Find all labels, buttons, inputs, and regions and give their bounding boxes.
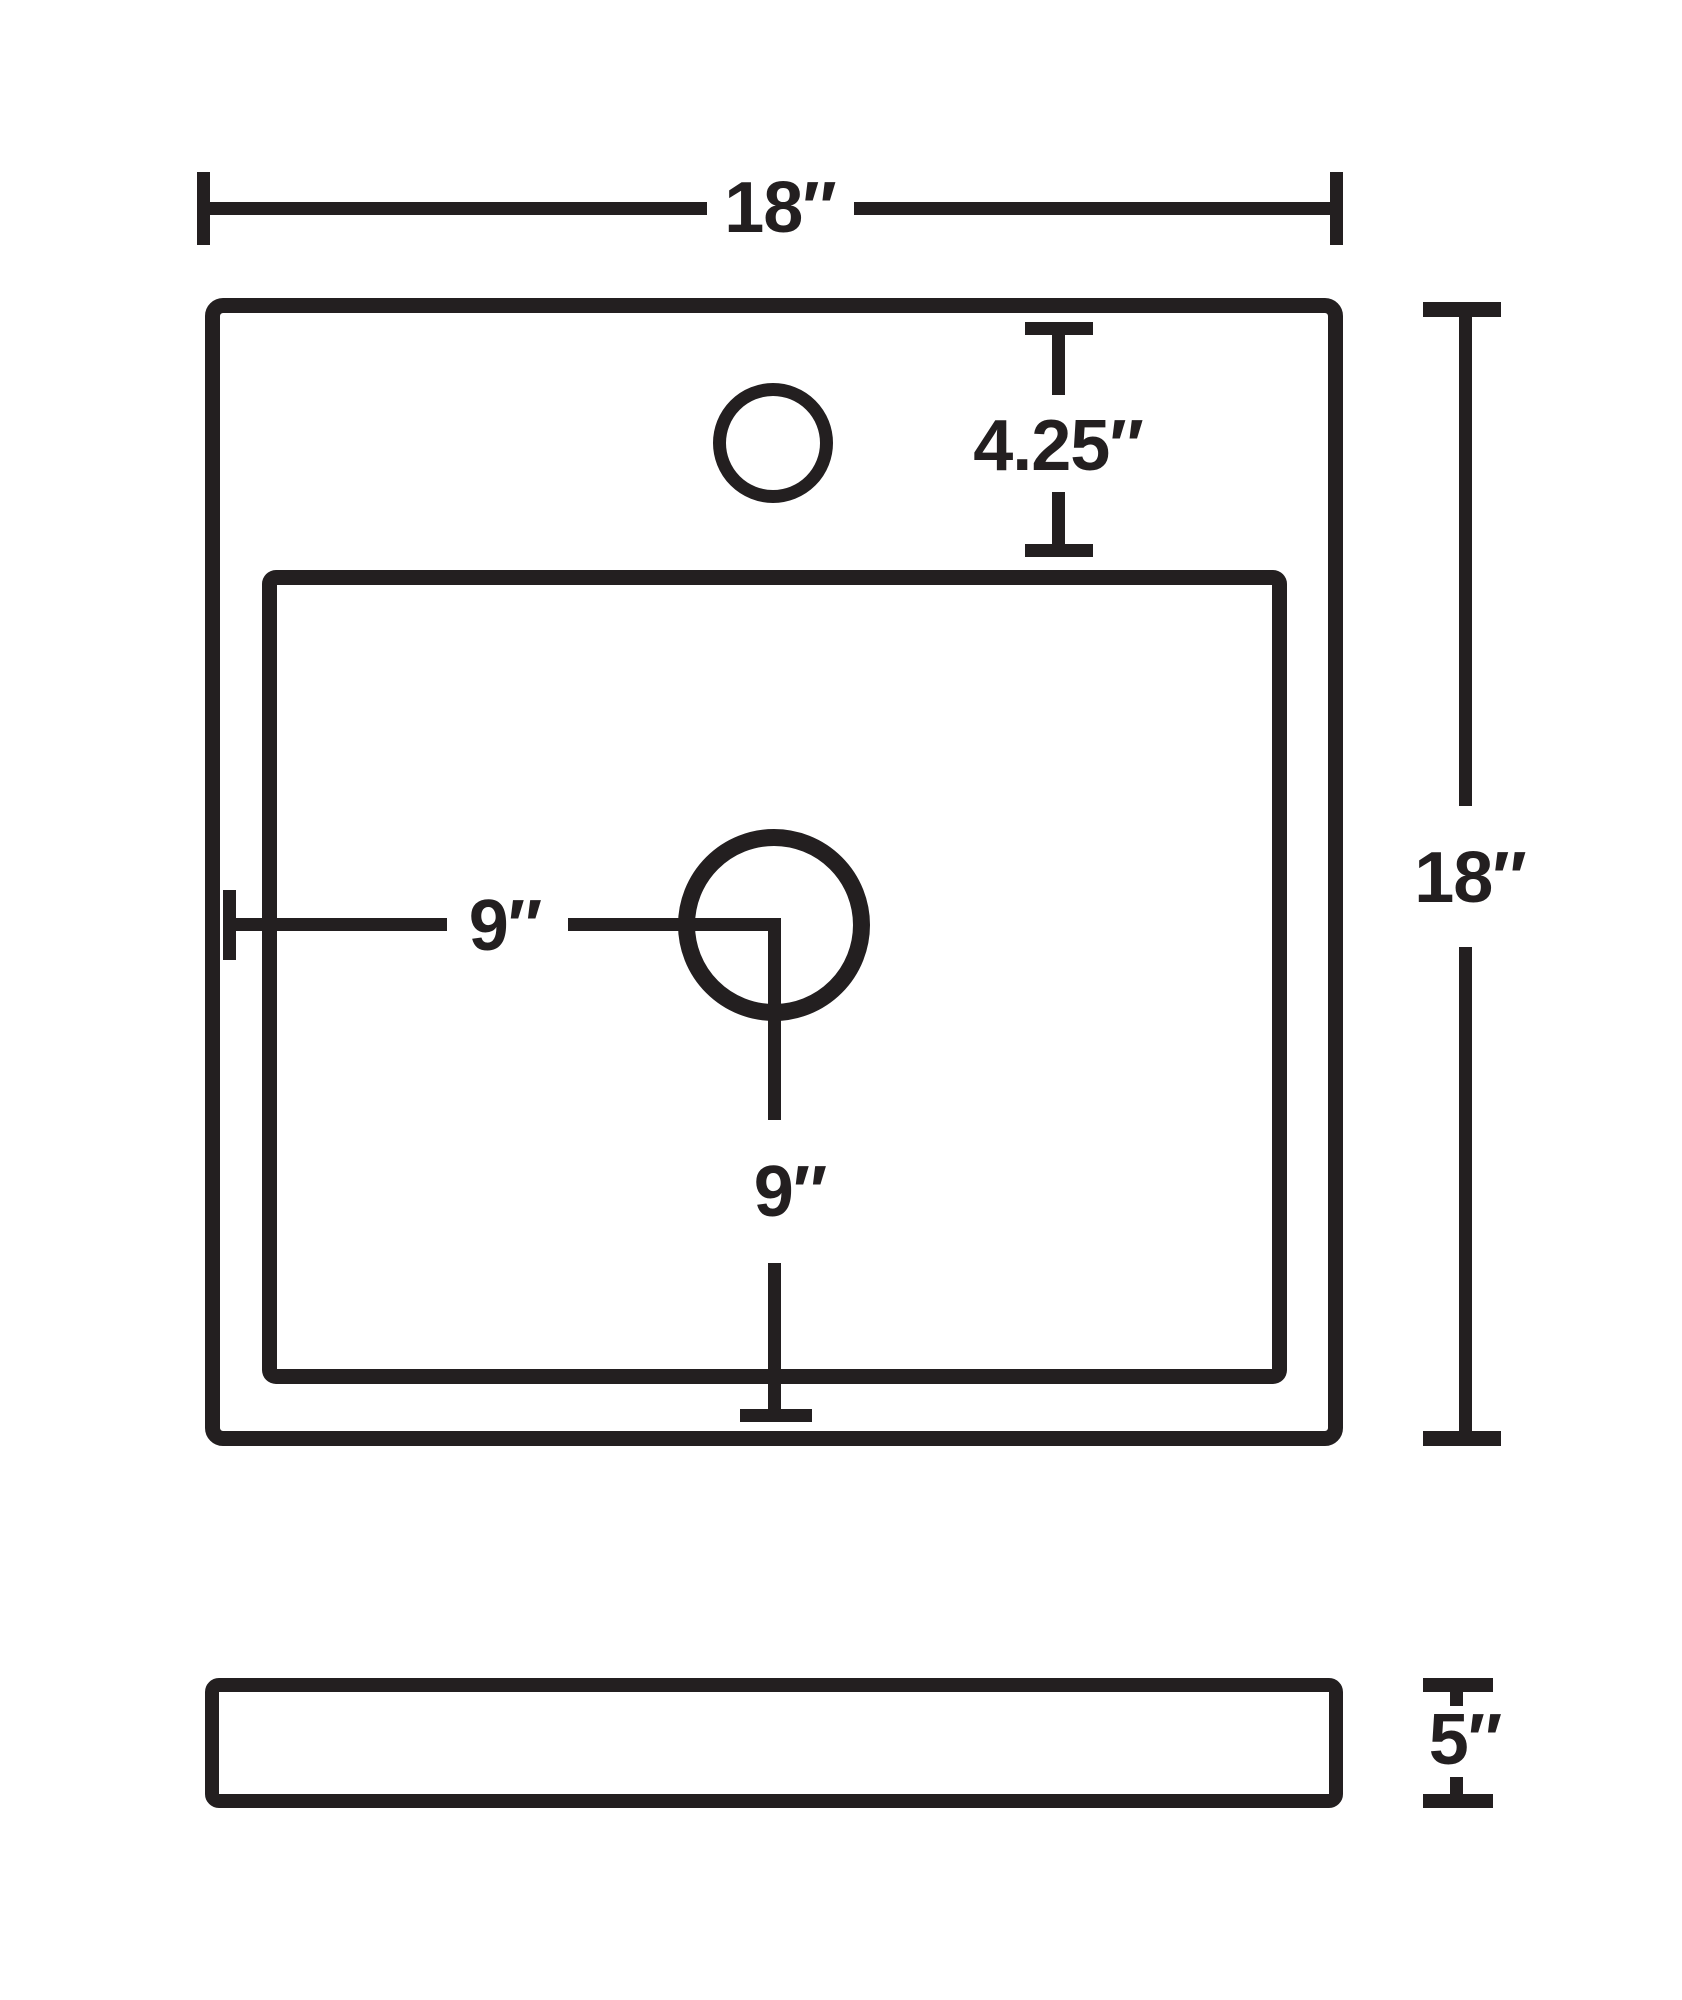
dim-side-height-stem-bottom	[1450, 1777, 1463, 1794]
dim-faucet-offset-stem-bottom	[1052, 492, 1065, 544]
dim-faucet-offset-cap-bottom	[1025, 544, 1093, 557]
dim-top-width-line-right	[854, 202, 1336, 215]
dim-drain-left-line-b	[568, 918, 781, 931]
dim-drain-bottom-stem-a	[768, 918, 781, 1120]
dim-side-height-cap-top	[1423, 1678, 1493, 1692]
faucet-hole	[713, 383, 833, 503]
dim-drain-bottom-label: 9″	[753, 1152, 828, 1232]
dim-side-height-stem-top	[1450, 1692, 1463, 1706]
dim-right-height-label: 18″	[1414, 838, 1527, 918]
dim-drain-bottom-stem-b	[768, 1263, 781, 1409]
dim-top-width-line-left	[203, 202, 707, 215]
sink-side-view-outline	[205, 1678, 1343, 1808]
dim-right-height-stem-a	[1459, 317, 1472, 806]
dim-side-height-cap-bottom	[1423, 1794, 1493, 1808]
dim-top-width-tick-right	[1330, 172, 1343, 245]
sink-outer-edge	[205, 298, 1343, 1446]
dim-drain-left-line-a	[229, 918, 447, 931]
dim-side-height-label: 5″	[1428, 1700, 1503, 1780]
dim-top-width-label: 18″	[724, 168, 837, 248]
dim-drain-bottom-cap	[740, 1409, 812, 1422]
dim-drain-left-label: 9″	[468, 886, 543, 966]
dim-right-height-cap-top	[1423, 302, 1501, 317]
dim-faucet-offset-label: 4.25″	[973, 406, 1144, 486]
dim-faucet-offset-cap-top	[1025, 322, 1093, 335]
dim-right-height-stem-b	[1459, 947, 1472, 1432]
dim-right-height-cap-bottom	[1423, 1431, 1501, 1446]
dim-faucet-offset-stem-top	[1052, 335, 1065, 395]
